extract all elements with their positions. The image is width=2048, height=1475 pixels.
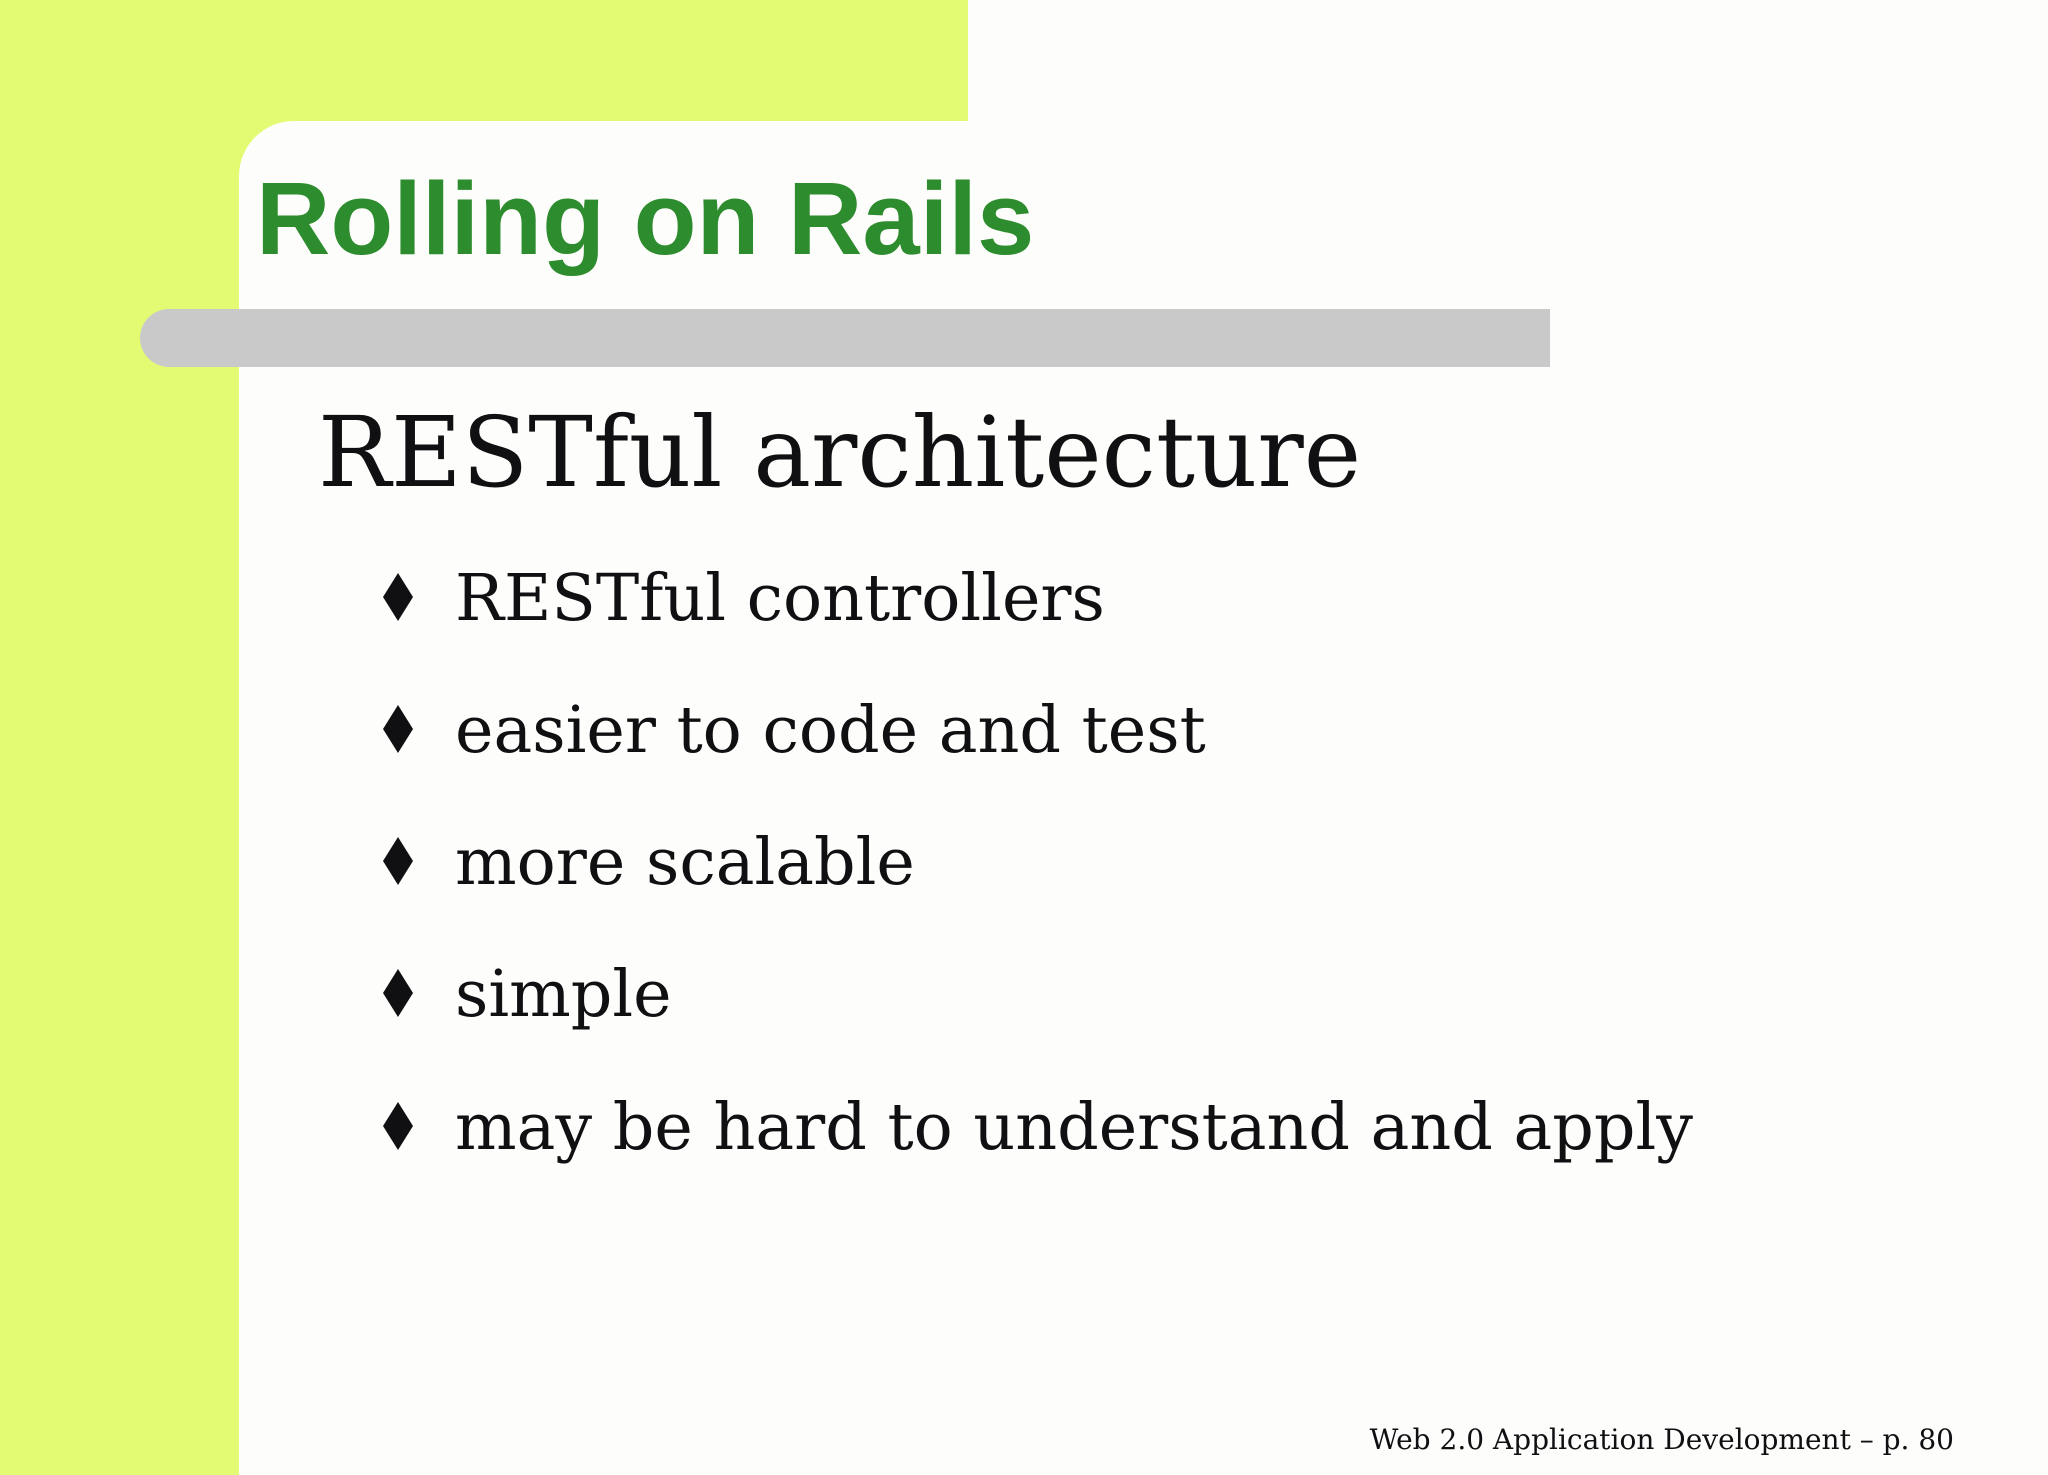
footer-text: Web 2.0 Application Development – p. 80 bbox=[1369, 1423, 1954, 1456]
bullet-item: easier to code and test bbox=[383, 698, 1206, 763]
title-underline-bar bbox=[140, 309, 1550, 367]
diamond-bullet-icon bbox=[383, 573, 413, 621]
left-accent-band bbox=[0, 0, 239, 1475]
diamond-bullet-icon bbox=[383, 969, 413, 1017]
bullet-item: simple bbox=[383, 962, 672, 1027]
bullet-text: may be hard to understand and apply bbox=[455, 1090, 1693, 1165]
diamond-bullet-icon bbox=[383, 705, 413, 753]
bullet-item: may be hard to understand and apply bbox=[383, 1095, 1693, 1160]
slide-title: Rolling on Rails bbox=[256, 161, 1035, 276]
diamond-bullet-icon bbox=[383, 837, 413, 885]
bullet-text: easier to code and test bbox=[455, 693, 1206, 768]
bullet-item: RESTful controllers bbox=[383, 566, 1105, 631]
slide-heading: RESTful architecture bbox=[318, 396, 1362, 509]
bullet-item: more scalable bbox=[383, 830, 915, 895]
diamond-bullet-icon bbox=[383, 1102, 413, 1150]
bullet-text: RESTful controllers bbox=[455, 561, 1105, 636]
bullet-text: simple bbox=[455, 957, 672, 1032]
bullet-text: more scalable bbox=[455, 825, 915, 900]
